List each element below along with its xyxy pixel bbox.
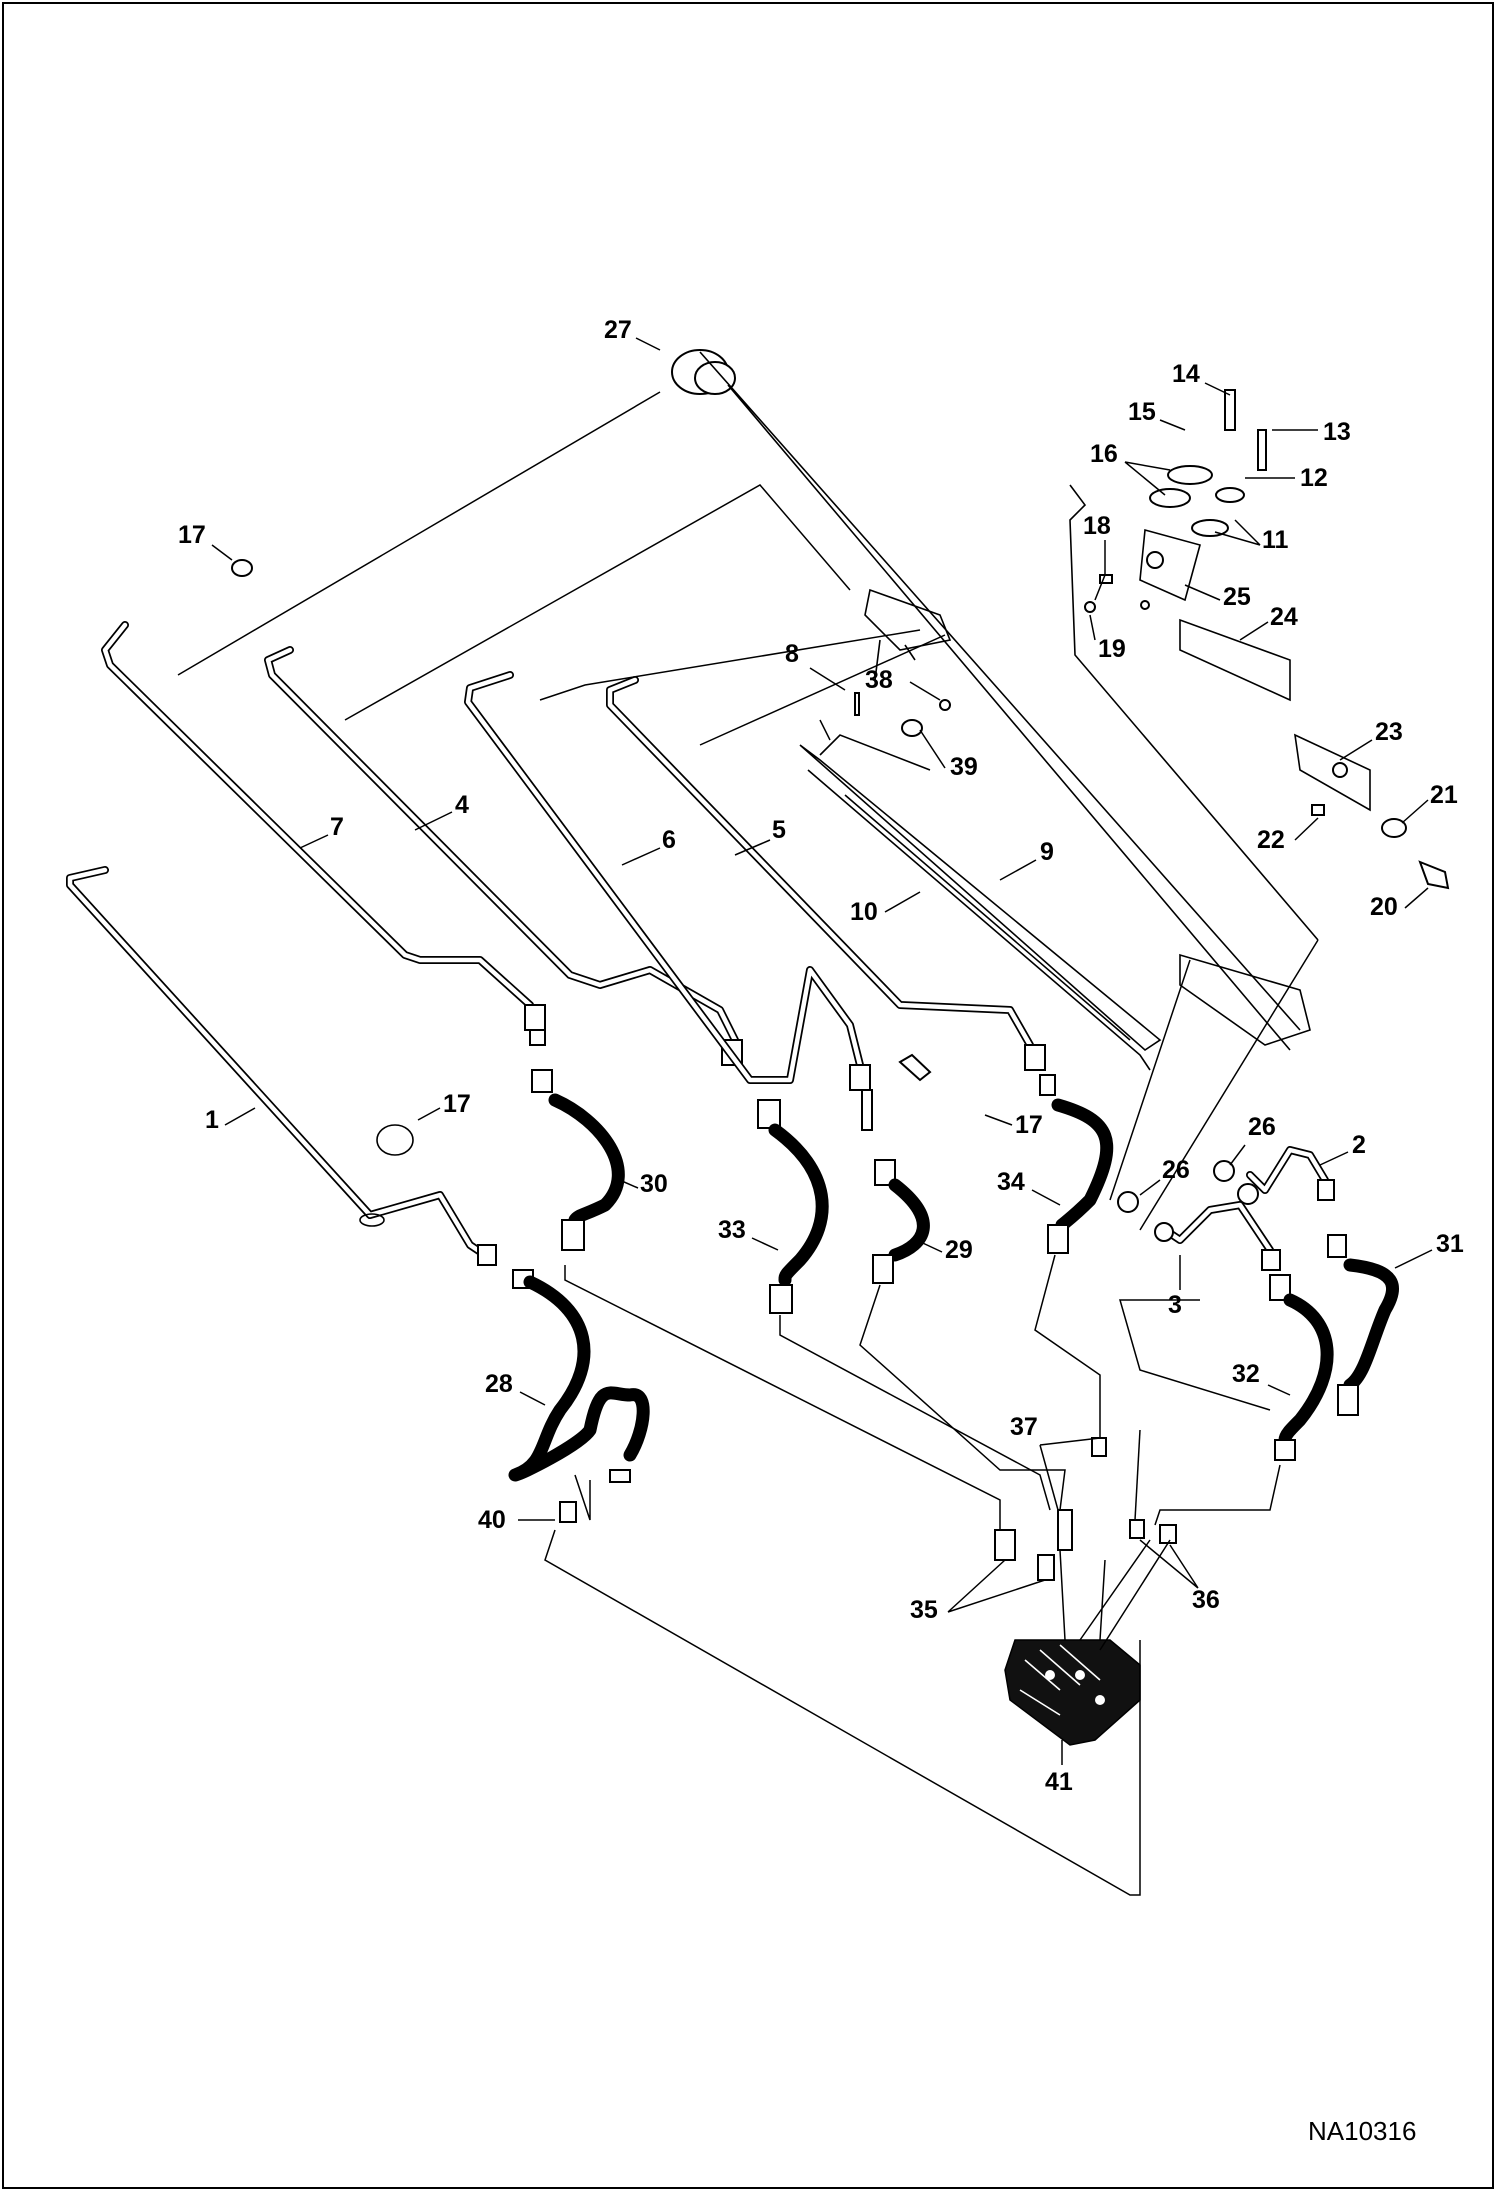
lift-arm — [671, 349, 1311, 1051]
callout-26-upper: 26 — [1248, 1113, 1276, 1141]
drawing-code: NA10316 — [1308, 2116, 1416, 2146]
tube-3 — [1161, 1201, 1281, 1271]
callout-26-lower: 26 — [1162, 1156, 1190, 1184]
callout-17-right: 17 — [1015, 1111, 1043, 1139]
control-valve — [1004, 1639, 1141, 1746]
tube-6 — [464, 671, 873, 1131]
fittings — [231, 559, 1259, 1581]
callout-41: 41 — [1045, 1768, 1073, 1796]
callout-1: 1 — [205, 1106, 219, 1134]
callout-35: 35 — [910, 1596, 938, 1624]
callout-38: 38 — [865, 666, 893, 694]
callout-40: 40 — [478, 1506, 506, 1534]
hose-30 — [531, 1069, 625, 1251]
hose-34 — [1039, 1074, 1114, 1254]
callout-11: 11 — [1262, 526, 1289, 554]
callout-3: 3 — [1168, 1291, 1182, 1319]
tube-2 — [1246, 1146, 1335, 1201]
callout-8: 8 — [785, 640, 799, 668]
callout-14: 14 — [1172, 360, 1200, 388]
callout-29: 29 — [945, 1236, 973, 1264]
callout-20: 20 — [1370, 893, 1398, 921]
callout-39: 39 — [950, 753, 978, 781]
bracket-assembly — [1069, 389, 1450, 941]
callout-24: 24 — [1270, 603, 1298, 631]
callout-17-top: 17 — [178, 521, 206, 549]
callout-22: 22 — [1257, 826, 1285, 854]
callout-15: 15 — [1128, 398, 1156, 426]
boom-channel — [799, 734, 1162, 1071]
callout-33: 33 — [718, 1216, 746, 1244]
tube-5 — [606, 676, 1046, 1071]
callout-13: 13 — [1323, 418, 1351, 446]
callout-28: 28 — [485, 1370, 513, 1398]
callout-27: 27 — [604, 316, 632, 344]
callout-9: 9 — [1040, 838, 1054, 866]
callout-31: 31 — [1436, 1230, 1464, 1258]
callout-34: 34 — [997, 1168, 1025, 1196]
callout-21: 21 — [1430, 781, 1458, 809]
callout-36: 36 — [1192, 1586, 1220, 1614]
tube-4 — [264, 646, 743, 1066]
callout-6: 6 — [662, 826, 676, 854]
hose-31 — [1327, 1234, 1400, 1416]
callout-7: 7 — [330, 813, 344, 841]
callout-12: 12 — [1300, 464, 1328, 492]
callout-30: 30 — [640, 1170, 668, 1198]
callout-19: 19 — [1098, 635, 1126, 663]
callout-32: 32 — [1232, 1360, 1260, 1388]
callouts: 27 14 15 13 16 12 18 11 25 24 19 23 21 2… — [178, 316, 1464, 1796]
callout-18: 18 — [1083, 512, 1111, 540]
callout-17-mid: 17 — [443, 1090, 471, 1118]
tube-7 — [101, 621, 546, 1046]
callout-2: 2 — [1352, 1131, 1366, 1159]
callout-5: 5 — [772, 816, 786, 844]
callout-25: 25 — [1223, 583, 1251, 611]
callout-37: 37 — [1010, 1413, 1038, 1441]
callout-10: 10 — [850, 898, 878, 926]
callout-23: 23 — [1375, 718, 1403, 746]
routing-lines — [177, 391, 1319, 1896]
hose-28 — [508, 1269, 650, 1523]
hose-33 — [757, 1099, 829, 1314]
tube-1 — [66, 866, 497, 1266]
hose-32 — [1269, 1274, 1334, 1461]
hose-29 — [872, 1159, 930, 1284]
callout-16: 16 — [1090, 440, 1118, 468]
callout-4: 4 — [455, 791, 469, 819]
